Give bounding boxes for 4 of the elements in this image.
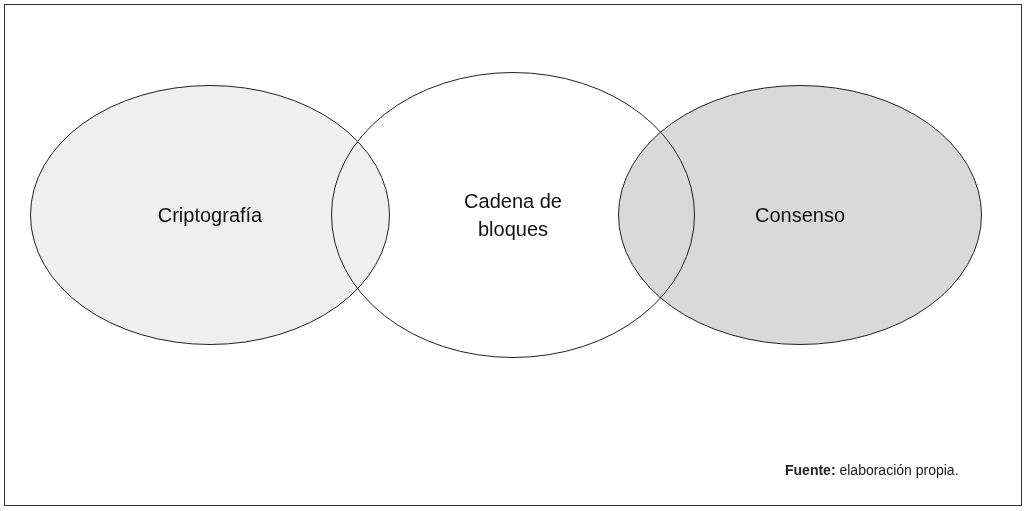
source-note: Fuente: elaboración propia. <box>785 462 959 478</box>
set-label: Cadena de bloques <box>463 189 563 242</box>
set-label: Criptografía <box>157 203 263 228</box>
set-label: Consenso <box>754 203 846 228</box>
